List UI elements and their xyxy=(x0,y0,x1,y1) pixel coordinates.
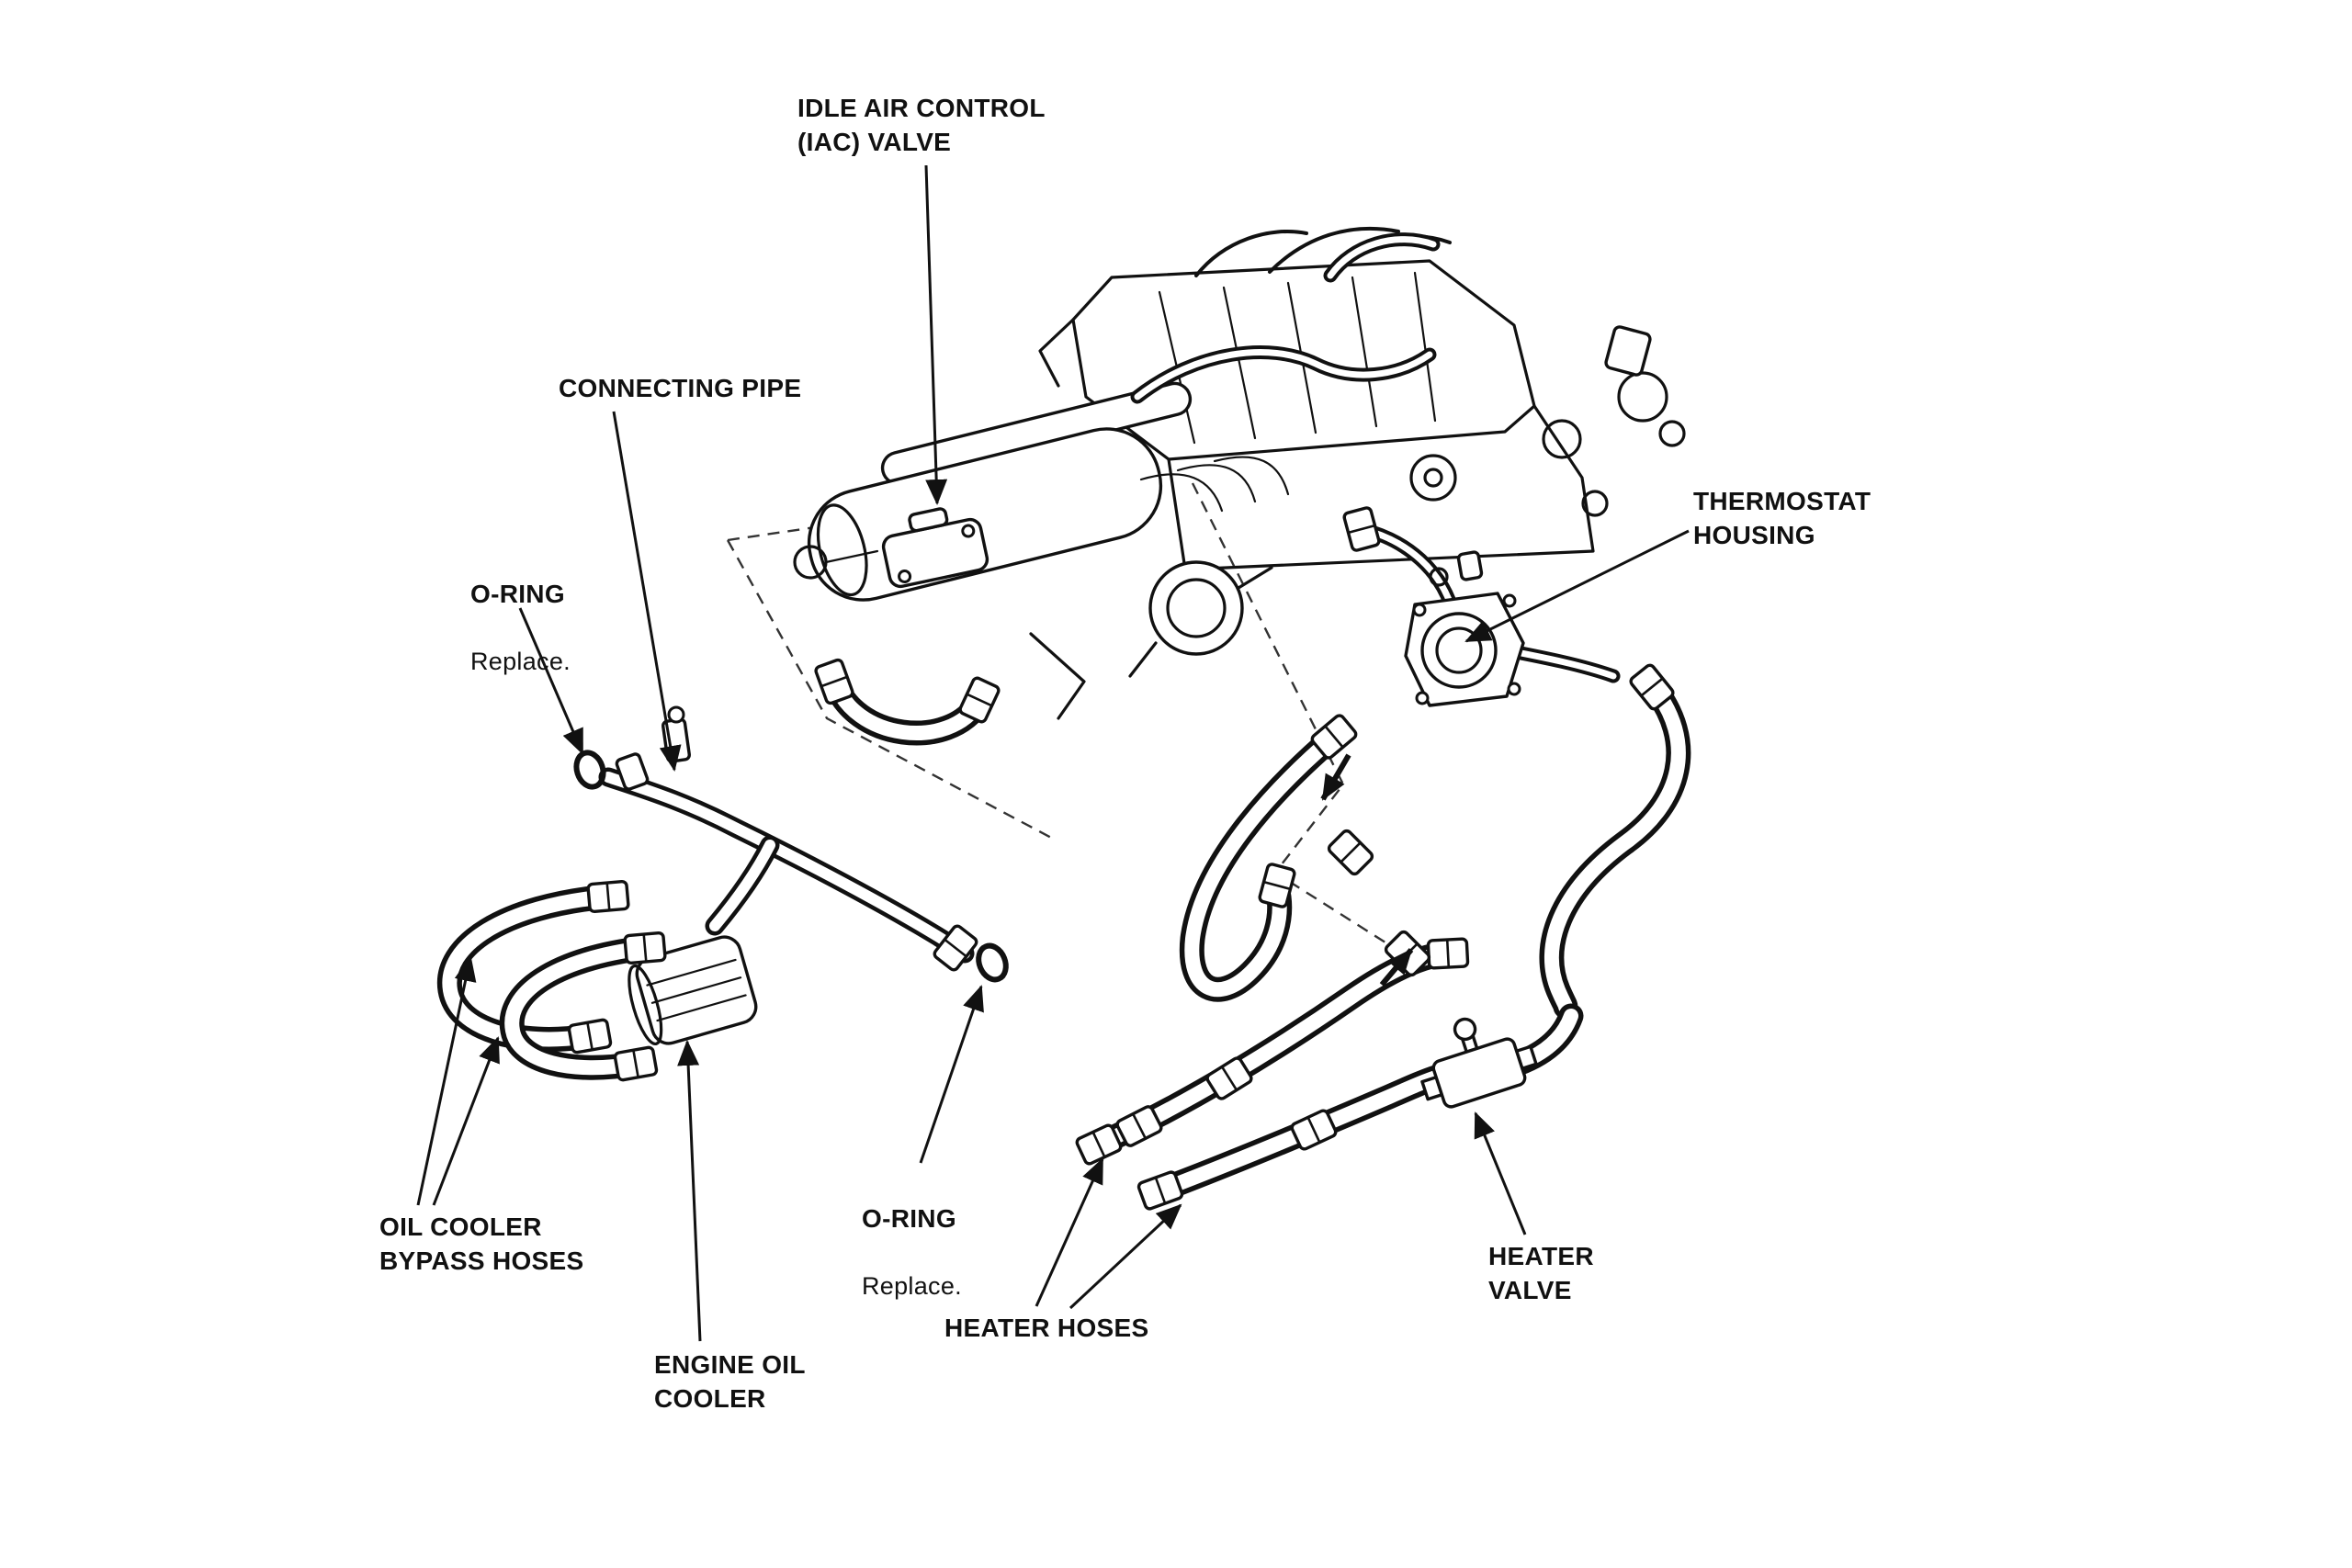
engine-oil-cooler-part xyxy=(628,935,758,1046)
leader-oil-cooler-bypass-2 xyxy=(432,1036,500,1206)
hose-fittings xyxy=(567,506,1675,1211)
leader-o-ring-upper xyxy=(518,607,584,755)
leader-connecting-pipe xyxy=(612,411,682,772)
engine-assembly-art xyxy=(793,226,1686,720)
connecting-pipe-part xyxy=(598,705,975,964)
label-engine-oil-cooler: ENGINE OIL COOLER xyxy=(654,1350,806,1413)
label-o-ring-upper: O-RING Replace. xyxy=(470,544,571,712)
leader-iac-valve xyxy=(924,164,948,505)
o-ring-parts xyxy=(573,750,1009,983)
label-heater-hoses: HEATER HOSES xyxy=(944,1314,1149,1342)
leader-thermostat-housing xyxy=(1464,529,1690,643)
label-o-ring-upper-note: Replace. xyxy=(470,647,571,675)
leader-heater-valve xyxy=(1474,1111,1527,1235)
thermostat-housing-part xyxy=(1354,522,1621,707)
heater-valve-part xyxy=(1420,1017,1538,1109)
leader-lines xyxy=(416,164,1690,1342)
label-iac-valve: IDLE AIR CONTROL (IAC) VALVE xyxy=(797,94,1046,156)
iac-valve-part xyxy=(881,507,989,589)
leader-o-ring-lower xyxy=(919,985,984,1164)
label-oil-cooler-bypass-hoses: OIL COOLER BYPASS HOSES xyxy=(379,1213,584,1275)
throttle-body-art xyxy=(1029,560,1273,720)
label-o-ring-lower: O-RING Replace. xyxy=(862,1168,962,1337)
leader-engine-oil-cooler xyxy=(677,1040,702,1342)
label-o-ring-lower-note: Replace. xyxy=(862,1271,962,1300)
label-connecting-pipe: CONNECTING PIPE xyxy=(559,374,802,402)
flow-arrows xyxy=(1320,753,1414,987)
leader-oil-cooler-bypass-1 xyxy=(416,955,477,1206)
label-o-ring-upper-name: O-RING xyxy=(470,579,565,608)
leader-heater-hoses-2 xyxy=(1069,1203,1182,1310)
label-heater-valve: HEATER VALVE xyxy=(1488,1242,1594,1304)
label-thermostat-housing: THERMOSTAT HOUSING xyxy=(1693,487,1871,549)
leader-heater-hoses-1 xyxy=(1035,1157,1104,1307)
label-o-ring-lower-name: O-RING xyxy=(862,1203,956,1233)
